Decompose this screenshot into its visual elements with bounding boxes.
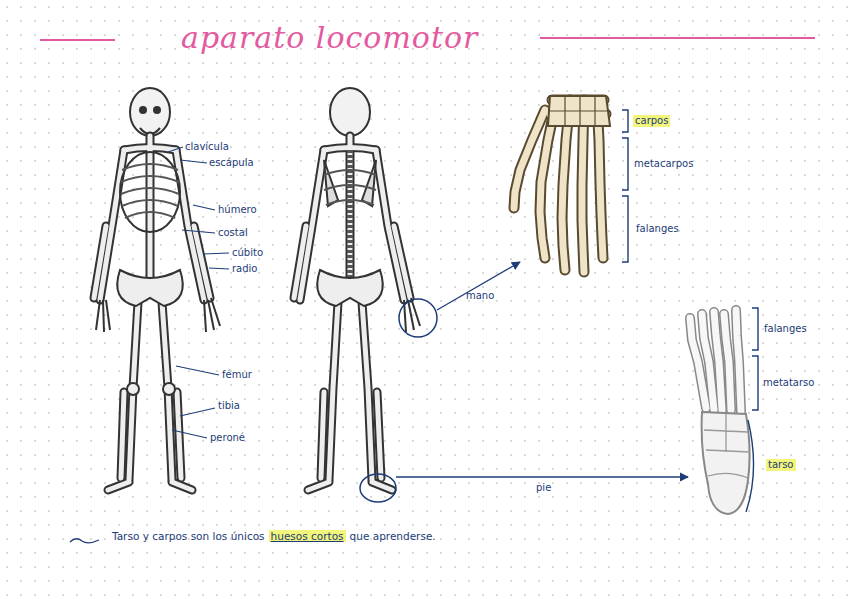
bone-label: radio — [232, 263, 257, 275]
bone-label: costal — [218, 227, 248, 239]
bone-label: peroné — [210, 432, 245, 444]
bone-label: metatarso — [763, 377, 814, 389]
bone-label: escápula — [209, 157, 254, 169]
title-rule — [540, 37, 815, 39]
title-rule — [40, 39, 115, 41]
hand-bones — [514, 96, 610, 272]
zoom-label: mano — [466, 290, 494, 302]
note-arrow — [68, 534, 102, 546]
bone-label: carpos — [633, 115, 670, 127]
note-text: que aprenderse. — [350, 530, 436, 542]
bone-label: cúbito — [232, 247, 263, 259]
zoom-circle — [360, 474, 396, 502]
bone-label: tibia — [218, 400, 240, 412]
note-line: Tarso y carpos son los únicos huesos cort… — [112, 530, 436, 542]
bone-label: clavícula — [185, 141, 229, 153]
zoom-label: pie — [536, 482, 551, 494]
zoom-arrow — [396, 476, 688, 477]
bone-label: fémur — [222, 369, 252, 381]
page-title: aparato locomotor — [181, 20, 478, 56]
bracket — [622, 110, 758, 512]
zoom-arrow — [437, 262, 520, 310]
back-skeleton — [294, 88, 420, 490]
note-text: huesos cortos — [269, 530, 346, 542]
leader-line — [168, 147, 229, 438]
note-text: Tarso y carpos son los únicos — [112, 530, 265, 542]
bone-label: falanges — [636, 223, 679, 235]
zoom-circle — [399, 299, 437, 337]
bone-label: tarso — [766, 459, 796, 471]
bone-label: falanges — [764, 323, 807, 335]
bone-label: húmero — [218, 204, 257, 216]
foot-bones — [690, 310, 750, 514]
bone-label: metacarpos — [634, 158, 693, 170]
